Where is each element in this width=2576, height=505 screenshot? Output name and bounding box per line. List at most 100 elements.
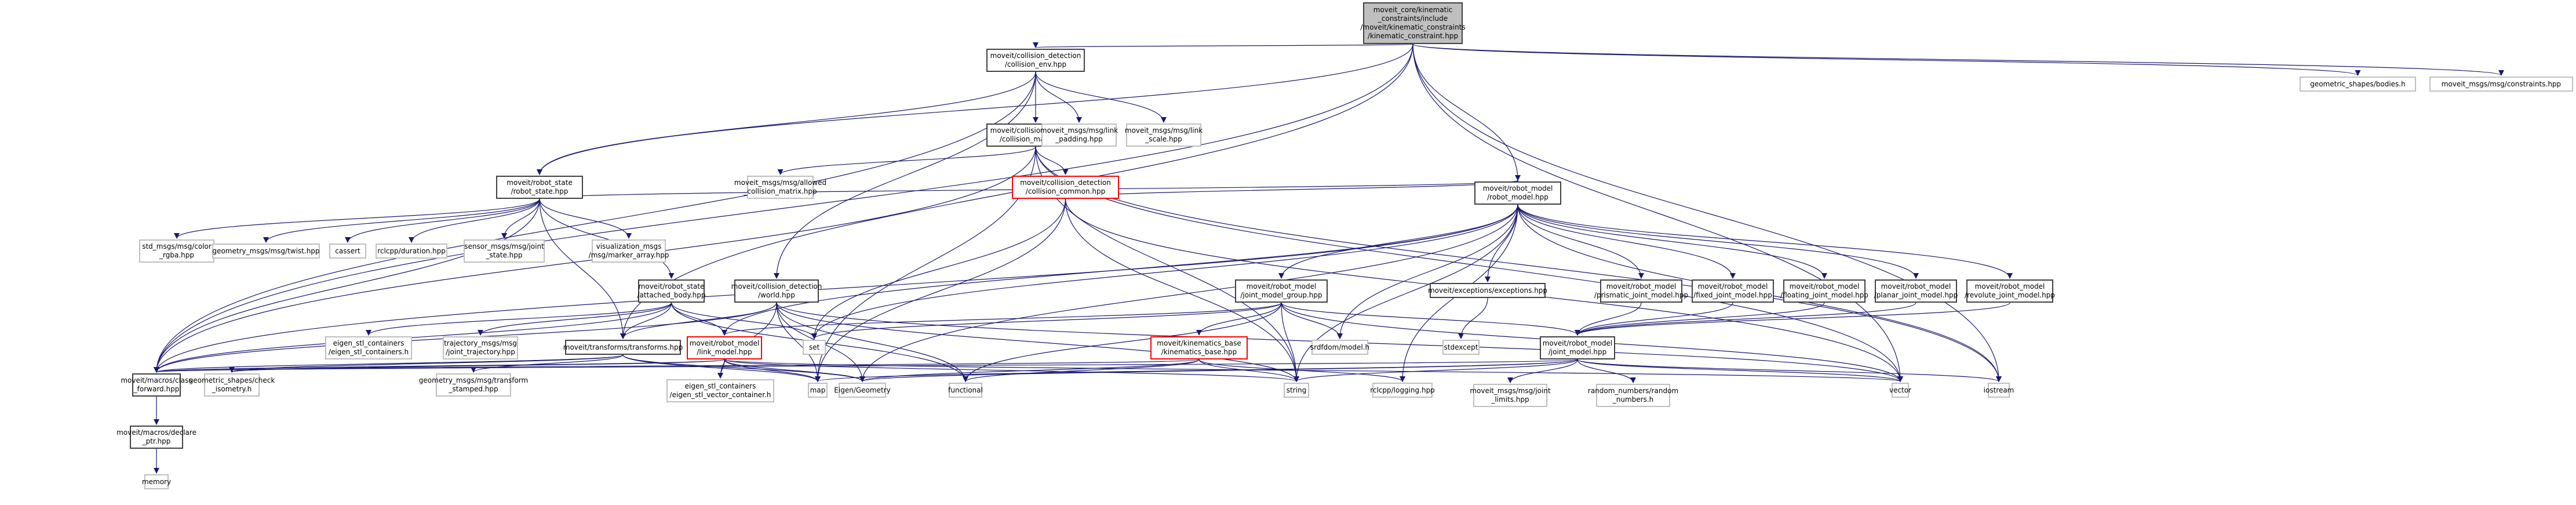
node-class-forward[interactable]: moveit/macros/class _forward.hpp	[121, 373, 192, 397]
node-joint-trajectory: trajectory_msgs/msg /joint_trajectory.hp…	[443, 336, 518, 359]
edge-kinematics_base-to-functional	[963, 359, 1200, 382]
node-kinematics-base[interactable]: moveit/kinematics_base /kinematics_base.…	[1150, 336, 1248, 359]
edge-robot_state-to-joint_state	[501, 198, 540, 239]
edge-root-to-class_forward	[154, 43, 1413, 373]
edge-joint_model_group-to-joint_model	[1281, 302, 1580, 336]
node-iostream: iostream	[1984, 383, 2014, 398]
node-stdexcept: stdexcept	[1442, 340, 1480, 355]
node-srdfdom: srdfdom/model.h	[1310, 340, 1369, 355]
node-cassert: cassert	[329, 244, 366, 259]
edge-joint_model-to-string	[1294, 359, 1578, 382]
node-declare-ptr[interactable]: moveit/macros/declare _ptr.hpp	[116, 426, 196, 449]
edge-joint_model-to-random_numbers	[1577, 359, 1636, 383]
edge-robot_model-to-floating	[1517, 204, 1827, 279]
node-marker-array: visualization_msgs /msg/marker_array.hpp	[589, 239, 669, 263]
edge-root-to-collision_env	[1034, 42, 1413, 48]
node-collision-env[interactable]: moveit/collision_detection /collision_en…	[986, 49, 1085, 72]
node-string: string	[1284, 383, 1309, 398]
node-random-numbers: random_numbers/random _numbers.h	[1588, 384, 1678, 407]
edge-robot_model-to-joint_model_group	[1278, 204, 1518, 279]
edge-collision_common-to-string	[1065, 198, 1299, 382]
edge-kinematics_base-to-string	[1198, 359, 1299, 382]
edge-world-to-transforms	[620, 302, 777, 339]
edge-collision_env-to-world	[774, 71, 1036, 279]
node-world[interactable]: moveit/collision_detection /world.hpp	[731, 279, 822, 303]
node-prismatic[interactable]: moveit/robot_model /prismatic_joint_mode…	[1594, 279, 1688, 303]
edge-transforms-to-check_isometry	[229, 354, 624, 373]
edge-collision_common-to-set	[811, 198, 1066, 339]
node-color-rgba: std_msgs/msg/color _rgba.hpp	[139, 239, 214, 263]
edge-robot_model-to-set	[811, 204, 1518, 339]
edge-revolute-to-joint_model	[1575, 302, 2010, 336]
edge-robot_model-to-class_forward	[154, 204, 1518, 373]
edge-root-to-robot_model	[1412, 43, 1521, 181]
edge-robot_model-to-fixed	[1517, 204, 1736, 279]
edge-attached_body-to-class_forward	[154, 302, 672, 373]
edge-joint_model_group-to-set	[811, 302, 1282, 339]
node-joint-limits: moveit_msgs/msg/joint _limits.hpp	[1470, 384, 1551, 407]
edge-robot_model-to-revolute	[1517, 204, 2013, 279]
edge-robot_model-to-prismatic	[1517, 204, 1644, 279]
node-collision-common[interactable]: moveit/collision_detection /collision_co…	[1012, 176, 1119, 199]
edge-transforms-to-transform_stamped	[471, 354, 624, 373]
edge-planar-to-joint_model	[1575, 302, 1916, 336]
edge-collision_env-to-link_scale	[1035, 71, 1167, 123]
node-floating[interactable]: moveit/robot_model /floating_joint_model…	[1780, 279, 1868, 303]
edge-link_model-to-string	[724, 359, 1299, 382]
node-transform-stamped: geometry_msgs/msg/transform _stamped.hpp	[419, 373, 528, 397]
node-allowed-cm: moveit_msgs/msg/allowed _collision_matri…	[734, 176, 826, 199]
node-set: set	[803, 340, 826, 355]
edge-robot_state-to-duration	[409, 198, 540, 243]
edge-joint_model-to-class_forward	[155, 359, 1578, 373]
edge-attached_body-to-transforms	[620, 302, 672, 339]
edge-collision_common-to-map	[815, 198, 1066, 382]
edge-world-to-map	[776, 302, 821, 382]
node-eigen-vector: eigen_stl_containers /eigen_stl_vector_c…	[666, 379, 774, 402]
node-robot-state[interactable]: moveit/robot_state /robot_state.hpp	[496, 176, 583, 199]
edge-collision_env-to-link_padding	[1035, 71, 1082, 123]
node-exceptions[interactable]: moveit/exceptions/exceptions.hpp	[1428, 283, 1547, 298]
node-functional: functional	[948, 383, 983, 398]
node-transforms[interactable]: moveit/transforms/transforms.hpp	[563, 340, 683, 355]
edge-collision_matrix-to-allowed_cm	[777, 146, 1036, 175]
node-planar[interactable]: moveit/robot_model /planar_joint_model.h…	[1874, 279, 1958, 303]
edge-joint_model_group-to-kinematics_base	[1196, 302, 1282, 336]
node-eigen-stl-containers: eigen_stl_containers /eigen_stl_containe…	[325, 336, 412, 359]
node-joint-model[interactable]: moveit/robot_model /joint_model.hpp	[1540, 336, 1615, 359]
node-memory: memory	[142, 474, 171, 489]
edge-attached_body-to-joint_trajectory	[478, 302, 672, 336]
edge-robot_model-to-planar	[1517, 204, 1919, 279]
node-link-scale: moveit_msgs/msg/link _scale.hpp	[1125, 123, 1203, 147]
node-duration: rclcpp/duration.hpp	[376, 244, 447, 259]
node-fixed[interactable]: moveit/robot_model /fixed_joint_model.hp…	[1692, 279, 1774, 303]
edge-floating-to-joint_model	[1575, 302, 1825, 336]
node-revolute[interactable]: moveit/robot_model /revolute_joint_model…	[1965, 279, 2055, 303]
edge-world-to-functional	[776, 302, 968, 382]
node-root[interactable]: moveit_core/kinematic _constraints/inclu…	[1360, 2, 1466, 44]
edge-root-to-iostream	[1412, 43, 2002, 382]
edge-root-to-robot_state	[537, 43, 1413, 175]
edge-world-to-string	[776, 302, 1299, 382]
edge-joint_model-to-map	[815, 359, 1578, 382]
edge-kinematics_base-to-logging	[1198, 359, 1405, 382]
edge-transforms-to-map	[622, 354, 821, 382]
edge-kinematics_base-to-class_forward	[154, 359, 1200, 373]
edge-collision_env-to-class_forward	[154, 71, 1036, 373]
node-link-padding: moveit_msgs/msg/link _padding.hpp	[1040, 123, 1118, 147]
edge-robot_model-to-string	[1294, 204, 1518, 382]
edge-exceptions-to-stdexcept	[1458, 297, 1488, 339]
edge-link_model-to-map	[724, 359, 821, 382]
edge-joint_model_group-to-link_model	[722, 302, 1282, 336]
edge-robot_state-to-class_forward	[154, 198, 540, 373]
edge-robot_model-to-eigen_geometry	[859, 204, 1518, 382]
node-robot-model[interactable]: moveit/robot_model /robot_model.hpp	[1474, 181, 1561, 205]
edge-attached_body-to-set	[671, 302, 817, 339]
edge-collision_common-to-robot_model	[1065, 180, 1521, 199]
node-eigen-geometry: Eigen/Geometry	[834, 383, 891, 398]
node-attached-body[interactable]: moveit/robot_state /attached_body.hpp	[637, 279, 706, 303]
node-link-model[interactable]: moveit/robot_model /link_model.hpp	[687, 336, 762, 359]
node-joint-model-group[interactable]: moveit/robot_model /joint_model_group.hp…	[1235, 279, 1328, 303]
edge-robot_state-to-cassert	[345, 198, 540, 243]
edge-root-to-constraints_msg	[1412, 43, 2504, 76]
edge-collision_env-to-robot_state	[537, 71, 1036, 175]
